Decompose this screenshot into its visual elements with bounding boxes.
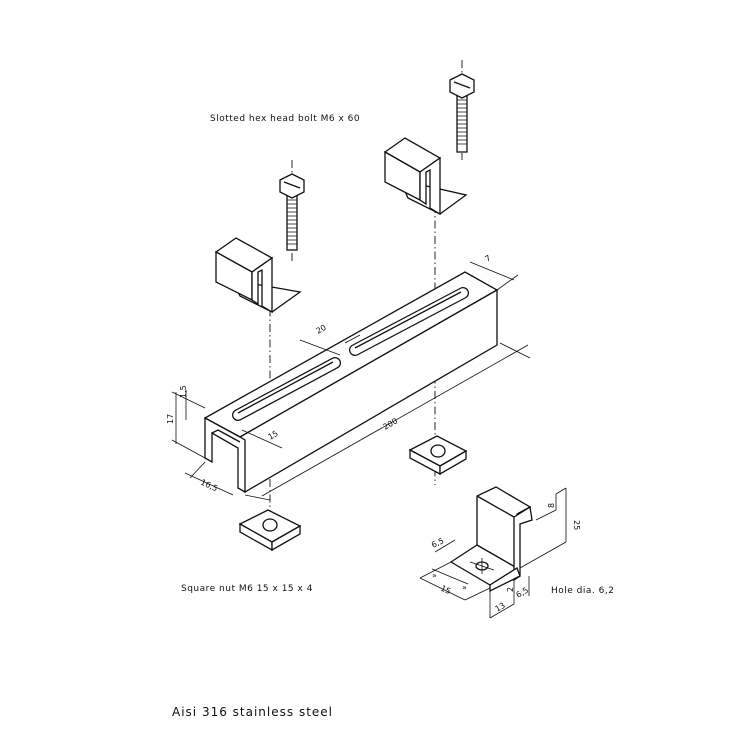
bolt-left — [279, 173, 305, 251]
dim-height: 17 — [166, 414, 175, 424]
dim-half-mark-b: » — [462, 583, 467, 592]
dim-bracket-lip: 8 — [547, 503, 556, 508]
channel — [203, 271, 499, 494]
material-label: Aisi 316 stainless steel — [172, 705, 333, 719]
nut-left — [238, 509, 302, 552]
nut-right — [408, 435, 468, 476]
dim-half-mark-a: » — [432, 571, 437, 580]
nut-label: Square nut M6 15 x 15 x 4 — [181, 584, 313, 594]
dim-thickness: 1,5 — [179, 385, 188, 398]
dim-bracket-base: 15 — [439, 584, 452, 596]
dim-length: 200 — [382, 416, 400, 431]
hole-label: Hole dia. 6,2 — [551, 586, 614, 596]
dim-slot-gap: 20 — [315, 323, 328, 336]
clamp-left — [214, 237, 302, 314]
dim-width: 16,5 — [199, 478, 219, 494]
channel-dimensions — [171, 261, 531, 501]
bracket-dimensions — [419, 487, 567, 619]
dim-slot-width: 15 — [267, 429, 280, 442]
angle-bracket — [449, 486, 533, 593]
dim-bracket-gap: 6,5 — [515, 586, 531, 600]
dim-bracket-thickness: 2 — [506, 587, 515, 592]
clamp-right — [383, 137, 468, 216]
dim-bracket-height: 25 — [572, 520, 581, 530]
bolt-right — [449, 73, 475, 153]
dim-slot-end: 7 — [484, 253, 493, 263]
dim-bracket-depth: 13 — [494, 601, 507, 614]
bolt-label: Slotted hex head bolt M6 x 60 — [210, 114, 360, 124]
dim-bracket-hole-offset: 6,5 — [430, 536, 445, 550]
